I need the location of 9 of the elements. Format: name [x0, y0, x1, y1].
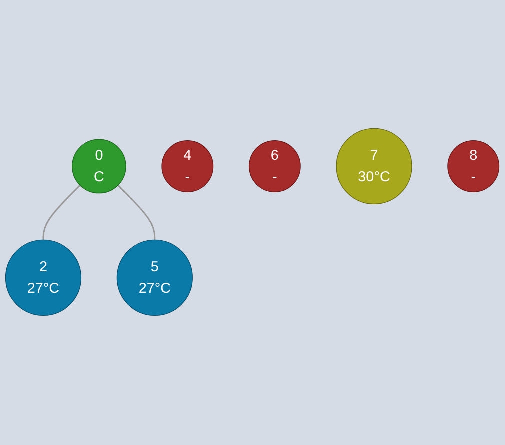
node-circle: 6 - [248, 140, 301, 193]
node-circle: 0 C [72, 140, 126, 194]
node-circle: 8 - [448, 140, 500, 193]
node-circle: 7 30°C [336, 128, 412, 205]
node-circle: 5 27°C [116, 240, 193, 316]
connector [118, 185, 156, 240]
node-circle: 2 27°C [5, 240, 82, 316]
node-circle: 4 - [162, 140, 214, 193]
connector [42, 185, 81, 240]
